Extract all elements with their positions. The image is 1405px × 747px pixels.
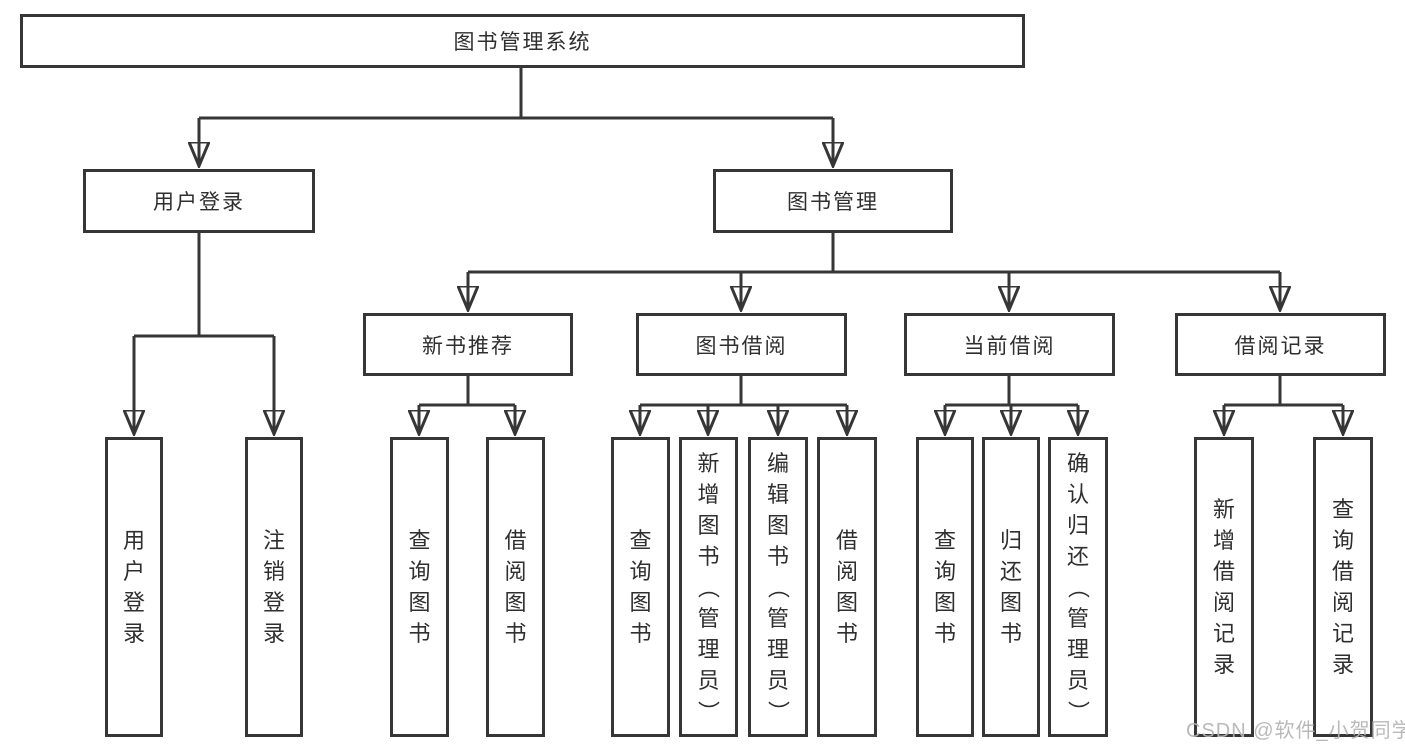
- leaf-bb-borrow-book: 借阅图书: [817, 437, 877, 737]
- leaf-br-query-record: 查询借阅记录: [1313, 437, 1373, 737]
- node-new-book-rec: 新书推荐: [363, 313, 573, 376]
- node-book-borrow-label: 图书借阅: [695, 334, 788, 358]
- leaf-logout: 注销登录: [245, 437, 303, 737]
- leaf-nb-borrow-book-label: 借阅图书: [504, 528, 527, 646]
- leaf-br-query-record-label: 查询借阅记录: [1331, 497, 1354, 677]
- node-user-login-label: 用户登录: [153, 191, 245, 214]
- node-root-label: 图书管理系统: [453, 31, 592, 54]
- leaf-bb-query-book: 查询图书: [611, 437, 670, 737]
- leaf-br-add-record: 新增借阅记录: [1194, 437, 1254, 737]
- node-borrow-record: 借阅记录: [1175, 313, 1386, 376]
- leaf-cb-return-book-label: 归还图书: [999, 528, 1022, 646]
- leaf-bb-add-book: 新增图书（管理员）: [679, 437, 738, 737]
- leaf-br-add-record-label: 新增借阅记录: [1212, 497, 1235, 677]
- leaf-nb-borrow-book: 借阅图书: [486, 437, 545, 737]
- leaf-cb-confirm-return-label: 确认归还（管理员）: [1065, 450, 1091, 723]
- leaf-user-login-label: 用户登录: [122, 528, 145, 646]
- node-borrow-record-label: 借阅记录: [1234, 334, 1327, 358]
- leaf-bb-edit-book-label: 编辑图书（管理员）: [765, 450, 791, 723]
- node-book-mgmt-label: 图书管理: [787, 191, 879, 214]
- leaf-logout-label: 注销登录: [262, 528, 285, 646]
- node-book-mgmt: 图书管理: [713, 169, 953, 233]
- csdn-watermark: CSDN @软件_小贺同学: [1186, 720, 1405, 742]
- node-current-borrow: 当前借阅: [904, 313, 1115, 376]
- leaf-nb-query-book: 查询图书: [390, 437, 449, 737]
- leaf-cb-return-book: 归还图书: [982, 437, 1040, 737]
- leaf-cb-query-book-label: 查询图书: [933, 528, 956, 646]
- node-new-book-rec-label: 新书推荐: [422, 334, 514, 358]
- leaf-cb-confirm-return: 确认归还（管理员）: [1048, 437, 1108, 737]
- node-book-borrow: 图书借阅: [636, 313, 847, 376]
- leaf-user-login: 用户登录: [105, 437, 163, 737]
- node-user-login: 用户登录: [83, 169, 315, 233]
- leaf-nb-query-book-label: 查询图书: [408, 528, 431, 646]
- node-root: 图书管理系统: [20, 14, 1025, 68]
- leaf-cb-query-book: 查询图书: [916, 437, 974, 737]
- leaf-bb-query-book-label: 查询图书: [629, 528, 652, 646]
- leaf-bb-borrow-book-label: 借阅图书: [835, 528, 858, 646]
- leaf-bb-edit-book: 编辑图书（管理员）: [748, 437, 808, 737]
- node-current-borrow-label: 当前借阅: [963, 334, 1056, 358]
- leaf-bb-add-book-label: 新增图书（管理员）: [695, 450, 721, 723]
